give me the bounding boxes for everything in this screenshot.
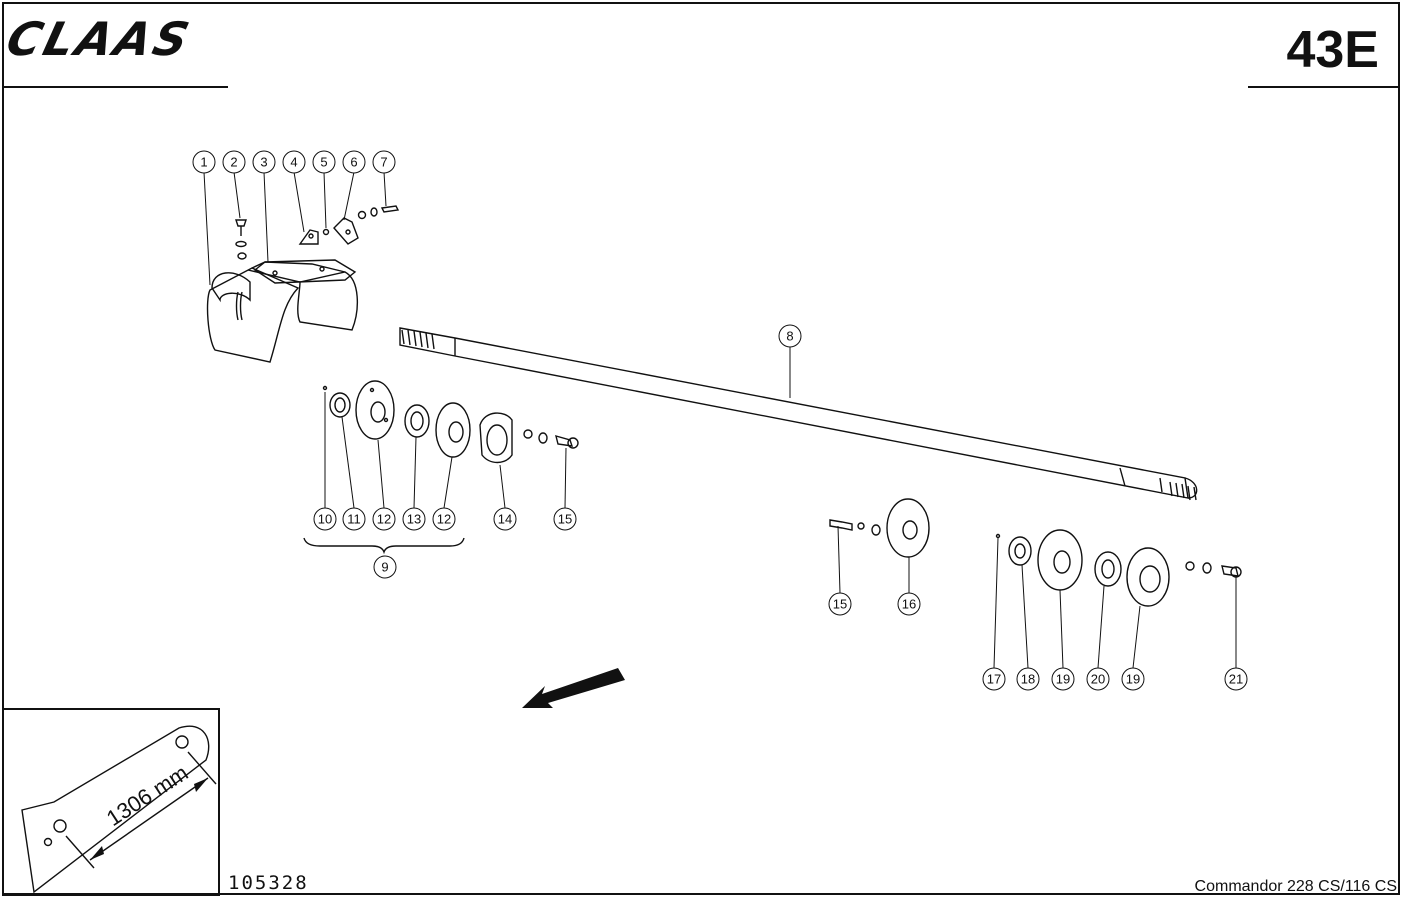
- callout-10: 10: [313, 507, 337, 531]
- callout-15: 15: [828, 592, 852, 616]
- callout-2: 2: [222, 150, 246, 174]
- callout-label: 15: [833, 597, 847, 612]
- callout-12: 12: [432, 507, 456, 531]
- callout-label: 1: [200, 155, 207, 170]
- callout-21: 21: [1224, 667, 1248, 691]
- callout-label: 12: [437, 512, 451, 527]
- callout-6: 6: [342, 150, 366, 174]
- callout-15: 15: [553, 507, 577, 531]
- callout-11: 11: [342, 507, 366, 531]
- callout-label: 20: [1091, 672, 1105, 687]
- page-code-rule: [1248, 86, 1400, 88]
- group-brace: [303, 537, 465, 555]
- callout-label: 10: [318, 512, 332, 527]
- callout-label: 16: [902, 597, 916, 612]
- callout-label: 8: [786, 329, 793, 344]
- callout-label: 21: [1229, 672, 1243, 687]
- callout-19: 19: [1051, 667, 1075, 691]
- callout-label: 13: [407, 512, 421, 527]
- screw-part: [235, 219, 247, 260]
- callout-label: 3: [260, 155, 267, 170]
- callout-label: 4: [290, 155, 297, 170]
- callout-16: 16: [897, 592, 921, 616]
- callout-1: 1: [192, 150, 216, 174]
- document-number: 105328: [228, 872, 309, 894]
- callout-label: 19: [1056, 672, 1070, 687]
- callout-5: 5: [312, 150, 336, 174]
- callout-label: 12: [377, 512, 391, 527]
- callout-label: 19: [1126, 672, 1140, 687]
- callout-label: 17: [987, 672, 1001, 687]
- callout-4: 4: [282, 150, 306, 174]
- callout-20: 20: [1086, 667, 1110, 691]
- callout-8: 8: [778, 324, 802, 348]
- callout-14: 14: [493, 507, 517, 531]
- angle-bracket-parts: [298, 205, 400, 245]
- callout-label: 11: [347, 512, 361, 527]
- bearing-set-right: [829, 498, 1242, 607]
- callout-9: 9: [373, 555, 397, 579]
- shield-part: [206, 261, 359, 363]
- callout-18: 18: [1016, 667, 1040, 691]
- model-label: Commandor 228 CS/116 CS: [1194, 878, 1397, 895]
- callout-label: 6: [350, 155, 357, 170]
- drive-shaft: [399, 327, 1198, 501]
- callout-label: 2: [230, 155, 237, 170]
- callout-19: 19: [1121, 667, 1145, 691]
- inset-detail: [2, 708, 220, 896]
- callout-13: 13: [402, 507, 426, 531]
- bearing-set-left: [322, 380, 579, 464]
- bracket-plate: [253, 259, 357, 284]
- callout-3: 3: [252, 150, 276, 174]
- callout-label: 9: [381, 560, 388, 575]
- callout-label: 5: [320, 155, 327, 170]
- inset-drawing: [21, 725, 217, 894]
- callout-12: 12: [372, 507, 396, 531]
- direction-arrow: [522, 668, 625, 708]
- logo-rule: [2, 86, 228, 88]
- callout-label: 18: [1021, 672, 1035, 687]
- callout-label: 7: [380, 155, 387, 170]
- callout-17: 17: [982, 667, 1006, 691]
- callout-label: 15: [558, 512, 572, 527]
- callout-7: 7: [372, 150, 396, 174]
- leader-lines: [203, 171, 1237, 669]
- page-code: 43E: [1286, 21, 1379, 79]
- callout-label: 14: [498, 512, 512, 527]
